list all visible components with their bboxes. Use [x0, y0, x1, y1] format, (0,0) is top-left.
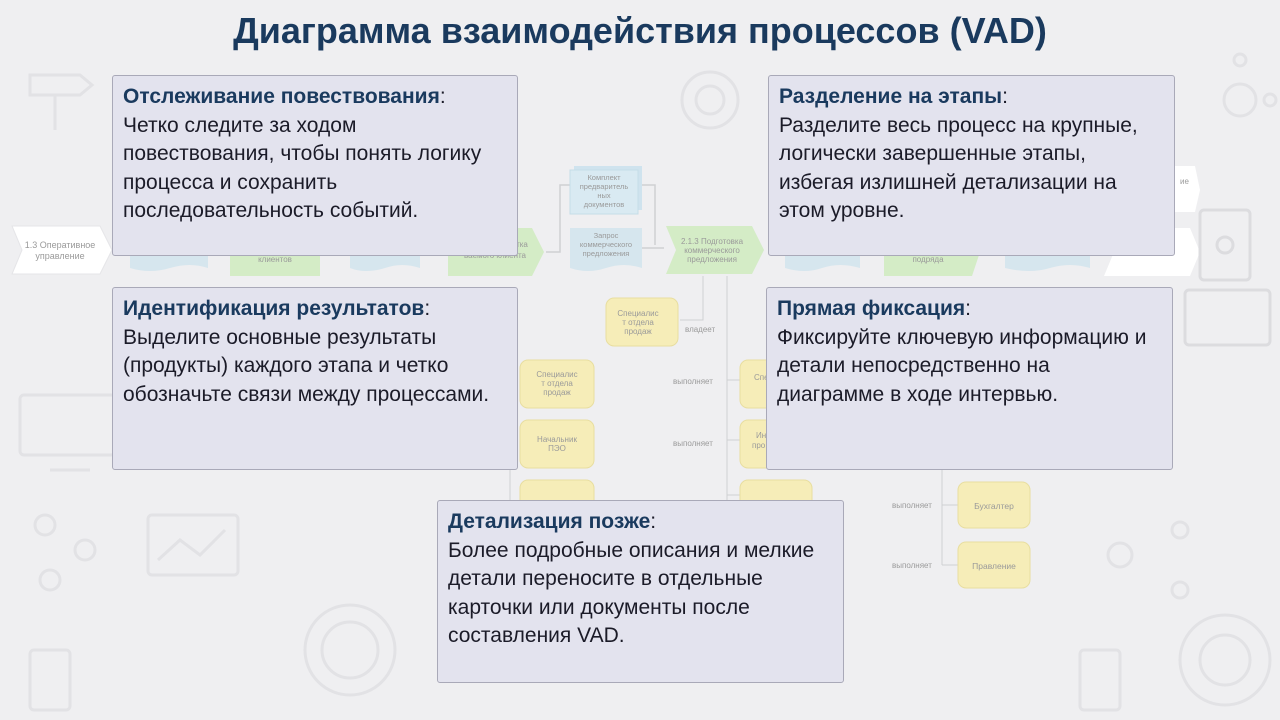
flow-arrow-doc2: [642, 184, 656, 245]
wave-doc-2: [350, 252, 420, 271]
role-board-label: Правление: [972, 561, 1016, 571]
flow-arrow-doc: [546, 184, 570, 253]
process-clients-label: клиентов: [258, 255, 292, 264]
card-results-body: Выделите основные результаты (продукты) …: [123, 325, 490, 406]
signpost-icon: [28, 73, 95, 130]
role-boxes: Специалис т отдела продаж Специалис т от…: [519, 297, 1031, 589]
card-direct-body: Фиксируйте ключевую информацию и детали …: [777, 325, 1147, 406]
card-stages-heading: Разделение на этапы: [779, 85, 1003, 108]
process-prep: 2.1.3 Подготовка коммерческого предложен…: [666, 226, 764, 274]
card-tracking-heading: Отслеживание повествования: [123, 85, 440, 108]
role-sales-specialist-left-l2: т отдела: [541, 379, 573, 388]
card-tracking: Отслеживание повествования: Четко следит…: [112, 75, 518, 256]
role-pto-head-l2: ПЭО: [548, 444, 566, 453]
doc-request-label-2: коммерческого: [580, 240, 632, 249]
edge-owns-label: владеет: [685, 325, 715, 334]
edge-performs-label-1: выполняет: [673, 377, 713, 386]
process-prep-label-3: предложения: [687, 255, 737, 264]
role-sales-specialist-top: Специалис т отдела продаж: [605, 297, 679, 347]
slide-title: Диаграмма взаимодействия процессов (VAD): [233, 10, 1047, 51]
process-prep-label-1: 2.1.3 Подготовка: [681, 237, 744, 246]
doc-pack-label-2: предваритель: [580, 182, 629, 191]
edge-performs-label-4: выполняет: [892, 561, 932, 570]
wave-doc-4: [1005, 252, 1090, 271]
process-right-partial-label: ие: [1180, 177, 1189, 186]
doc-request: Запрос коммерческого предложения: [570, 228, 642, 271]
doc-pack-label-4: документов: [584, 200, 625, 209]
monitor-icon: [18, 393, 117, 472]
doc-request-label-1: Запрос: [594, 231, 619, 240]
card-details: Детализация позже: Более подробные описа…: [437, 500, 844, 683]
lifebuoy-icon: [1178, 613, 1272, 707]
wave-doc-3: [785, 252, 860, 271]
card-tracking-body: Четко следите за ходом повествования, чт…: [123, 113, 482, 223]
doc-pack-label-1: Комплект: [587, 173, 621, 182]
role-partial-eng-label-1: Ин: [756, 431, 766, 440]
card-direct-heading: Прямая фиксация: [777, 297, 966, 320]
network-icon: [1222, 52, 1278, 118]
role-partial-eng-label-2: про: [752, 441, 766, 450]
org-tree-lines: [509, 276, 958, 566]
card-details-heading: Детализация позже: [448, 510, 651, 533]
card-stages: Разделение на этапы: Разделите весь проц…: [768, 75, 1175, 256]
card-results-colon: :: [424, 297, 431, 320]
document-icon-right: [1183, 208, 1272, 347]
card-direct: Прямая фиксация: Фиксируйте ключевую инф…: [766, 287, 1173, 470]
process-prep-label-2: коммерческого: [684, 246, 740, 255]
role-sales-specialist-top-l3: продаж: [624, 327, 652, 336]
process-operational: 1.3 Оперативное управление: [11, 225, 113, 275]
doc-pack-label-3: ных: [597, 191, 611, 200]
process-client-partial-label1: тка: [516, 240, 528, 249]
role-sales-specialist-top-l2: т отдела: [622, 318, 654, 327]
role-pto-head-l1: Начальник: [537, 435, 577, 444]
wave-doc-1: [130, 252, 208, 271]
card-tracking-colon: :: [439, 85, 446, 108]
network-right-icon: [1106, 520, 1190, 600]
card-direct-colon: :: [965, 297, 971, 320]
doc-request-label-3: предложения: [583, 249, 630, 258]
process-chain: 1.3 Оперативное управление клиентов тка …: [11, 166, 1272, 347]
process-clients: клиентов: [230, 252, 320, 276]
role-sales-specialist-left-l3: продаж: [543, 388, 571, 397]
card-results-heading: Идентификация результатов: [123, 297, 425, 320]
role-partial-spec-label: Спе: [754, 373, 769, 382]
card-results: Идентификация результатов: Выделите осно…: [112, 287, 518, 470]
role-sales-specialist-left-l1: Специалис: [536, 370, 577, 379]
process-contract: подряда: [884, 252, 980, 276]
edge-labels: владеет выполняет выполняет выполняет вы…: [673, 325, 932, 570]
edge-performs-label-3: выполняет: [892, 501, 932, 510]
card-details-body: Более подробные описания и мелкие детали…: [448, 538, 815, 648]
process-contract-label: подряда: [912, 255, 944, 264]
doc-pack: Комплект предваритель ных документов: [569, 166, 642, 215]
process-operational-label-line1: 1.3 Оперативное: [25, 240, 96, 250]
molecule-icon: [33, 513, 97, 592]
card-stages-body: Разделите весь процесс на крупные, логич…: [779, 113, 1138, 223]
role-accountant: Бухгалтер: [957, 481, 1031, 529]
gear-icon: [680, 70, 740, 130]
card-details-colon: :: [650, 510, 657, 533]
circle-target-icon: [303, 603, 397, 697]
role-sales-specialist-left: Специалис т отдела продаж: [519, 359, 595, 409]
role-board: Правление: [957, 541, 1031, 589]
role-sales-specialist-top-l1: Специалис: [617, 309, 658, 318]
role-accountant-label: Бухгалтер: [974, 501, 1014, 511]
doc-letter-icon: [28, 648, 1122, 712]
chart-icon: [146, 513, 240, 577]
role-pto-head: Начальник ПЭО: [519, 419, 595, 469]
decorative-icons: [18, 52, 1278, 712]
process-operational-label-line2: управление: [35, 251, 84, 261]
edge-performs-label-2: выполняет: [673, 439, 713, 448]
card-stages-colon: :: [1002, 85, 1008, 108]
